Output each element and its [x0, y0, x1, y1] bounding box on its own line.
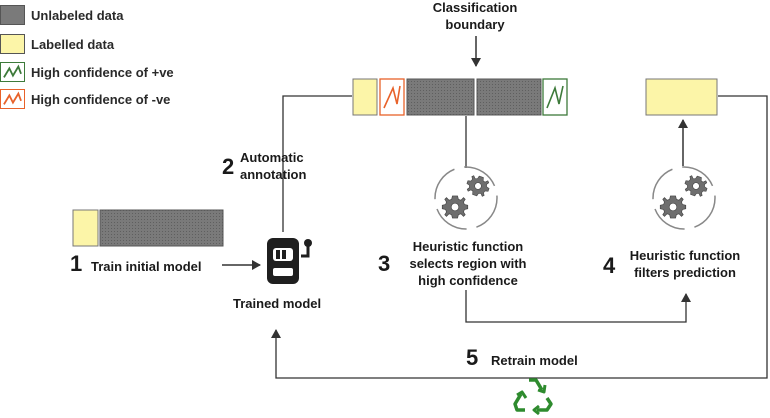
legend-label: Unlabeled data — [31, 7, 124, 23]
step-3-label-line: selects region with — [409, 256, 527, 271]
annotation-connector — [282, 95, 352, 232]
labelled-swatch — [0, 34, 25, 54]
step-1-label: Train initial model — [91, 259, 202, 274]
legend-item-negative: High confidence of -ve — [0, 87, 170, 111]
step-2-label-line: Automatic — [240, 150, 304, 165]
trained-model-label: Trained model — [233, 296, 322, 311]
boundary-label-line: boundary — [445, 17, 505, 32]
step-3-label-line: high confidence — [418, 273, 518, 288]
positive-zigzag — [546, 85, 564, 109]
legend-item-unlabeled: Unlabeled data — [0, 3, 123, 27]
step-5-label: Retrain model — [491, 353, 578, 368]
trained-model-icon — [267, 238, 312, 284]
initial-unlabeled-block — [99, 209, 224, 247]
top-unlabeled-right — [476, 78, 542, 116]
legend-label: High confidence of -ve — [31, 91, 171, 107]
step-4-label-line: filters prediction — [634, 265, 736, 280]
retrain-arrow — [271, 95, 768, 379]
top-labelled-block — [352, 78, 378, 116]
top-positive-block — [542, 78, 568, 116]
gear-icon — [434, 166, 498, 230]
negative-zigzag — [383, 85, 401, 109]
recycle-icon — [513, 378, 553, 416]
step-4-label: Heuristic function filters prediction — [620, 247, 750, 281]
positive-swatch — [0, 62, 25, 82]
select-to-filter-arrow — [465, 290, 691, 323]
initial-labelled-block — [72, 209, 99, 247]
legend-item-positive: High confidence of +ve — [0, 60, 174, 84]
filtered-labelled-block — [645, 78, 718, 116]
step-number-4: 4 — [603, 253, 616, 278]
step-3-label: Heuristic function selects region with h… — [400, 238, 536, 289]
step-2-label-line: annotation — [240, 167, 307, 182]
unlabeled-swatch — [0, 5, 25, 25]
top-negative-block — [379, 78, 405, 116]
step-number-2: 2 — [222, 154, 235, 179]
step-3-label-line: Heuristic function — [412, 239, 524, 254]
step-number-3: 3 — [378, 251, 391, 276]
boundary-label-line: Classification — [432, 0, 518, 15]
negative-swatch — [0, 89, 25, 109]
legend-item-labelled: Labelled data — [0, 32, 114, 56]
step-number-1: 1 — [70, 251, 83, 276]
step-4-label-line: Heuristic function — [629, 248, 741, 263]
legend-label: Labelled data — [31, 36, 115, 52]
step-2-label: Automatic annotation — [240, 149, 306, 183]
step-number-5: 5 — [466, 345, 479, 370]
gear-icon — [652, 166, 716, 230]
top-unlabeled-left — [406, 78, 475, 116]
legend-label: High confidence of +ve — [31, 64, 174, 80]
boundary-label: Classification boundary — [410, 0, 540, 33]
